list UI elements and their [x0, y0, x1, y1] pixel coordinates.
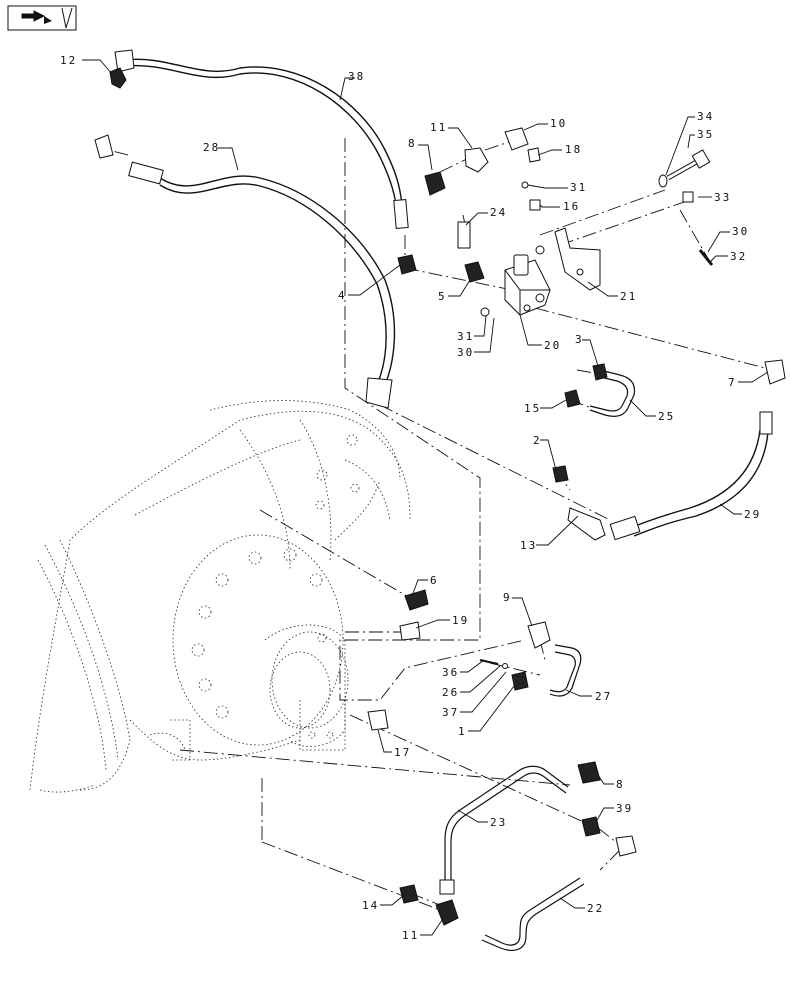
callout-7[interactable]: 7	[728, 376, 737, 389]
callout-35[interactable]: 35	[697, 128, 714, 141]
hose-29	[609, 411, 773, 541]
callout-11-bottom[interactable]: 11	[402, 929, 419, 942]
axle-housing-drawing	[29, 400, 411, 793]
valve-block-20	[504, 254, 551, 316]
hose-38	[114, 49, 409, 230]
callout-21[interactable]: 21	[620, 290, 637, 303]
callout-1[interactable]: 1	[458, 725, 467, 738]
callout-38[interactable]: 38	[348, 70, 365, 83]
nav-arrow-icon[interactable]	[7, 5, 77, 31]
tube-23	[444, 765, 569, 885]
callout-5[interactable]: 5	[438, 290, 447, 303]
callout-15[interactable]: 15	[524, 402, 541, 415]
callout-14[interactable]: 14	[362, 899, 379, 912]
callout-25[interactable]: 25	[658, 410, 675, 423]
callout-27[interactable]: 27	[595, 690, 612, 703]
callout-11-top[interactable]: 11	[430, 121, 447, 134]
callout-31-bottom[interactable]: 31	[457, 330, 474, 343]
callout-labels: 12 38 28 8 11 10 18 31 16 24 34 35 33 30…	[60, 54, 761, 942]
fittings	[94, 67, 786, 926]
callout-31-top[interactable]: 31	[570, 181, 587, 194]
callout-34[interactable]: 34	[697, 110, 714, 123]
callout-22[interactable]: 22	[587, 902, 604, 915]
hose-28	[128, 161, 396, 409]
callout-37[interactable]: 37	[442, 706, 459, 719]
callout-12[interactable]: 12	[60, 54, 77, 67]
tube-27	[549, 644, 582, 697]
hub-bolts	[191, 434, 360, 739]
bracket-21	[554, 227, 601, 291]
callout-32[interactable]: 32	[730, 250, 747, 263]
callout-26[interactable]: 26	[442, 686, 459, 699]
callout-39[interactable]: 39	[616, 802, 633, 815]
callout-19[interactable]: 19	[452, 614, 469, 627]
callout-20[interactable]: 20	[544, 339, 561, 352]
callout-13[interactable]: 13	[520, 539, 537, 552]
callout-24[interactable]: 24	[490, 206, 507, 219]
callout-2[interactable]: 2	[533, 434, 542, 447]
callout-30-bottom[interactable]: 30	[457, 346, 474, 359]
callout-6[interactable]: 6	[430, 574, 439, 587]
callout-9[interactable]: 9	[503, 591, 512, 604]
callout-8-bottom[interactable]: 8	[616, 778, 625, 791]
callout-36[interactable]: 36	[442, 666, 459, 679]
callout-17[interactable]: 17	[394, 746, 411, 759]
callout-28[interactable]: 28	[203, 141, 220, 154]
callout-3[interactable]: 3	[575, 333, 584, 346]
callout-29[interactable]: 29	[744, 508, 761, 521]
callout-23[interactable]: 23	[490, 816, 507, 829]
callout-30-top[interactable]: 30	[732, 225, 749, 238]
callout-18[interactable]: 18	[565, 143, 582, 156]
tube-22	[481, 877, 585, 951]
callout-33[interactable]: 33	[714, 191, 731, 204]
leader-lines	[82, 59, 769, 936]
callout-8-top[interactable]: 8	[408, 137, 417, 150]
callout-10[interactable]: 10	[550, 117, 567, 130]
callout-16[interactable]: 16	[563, 200, 580, 213]
callout-4[interactable]: 4	[338, 289, 347, 302]
